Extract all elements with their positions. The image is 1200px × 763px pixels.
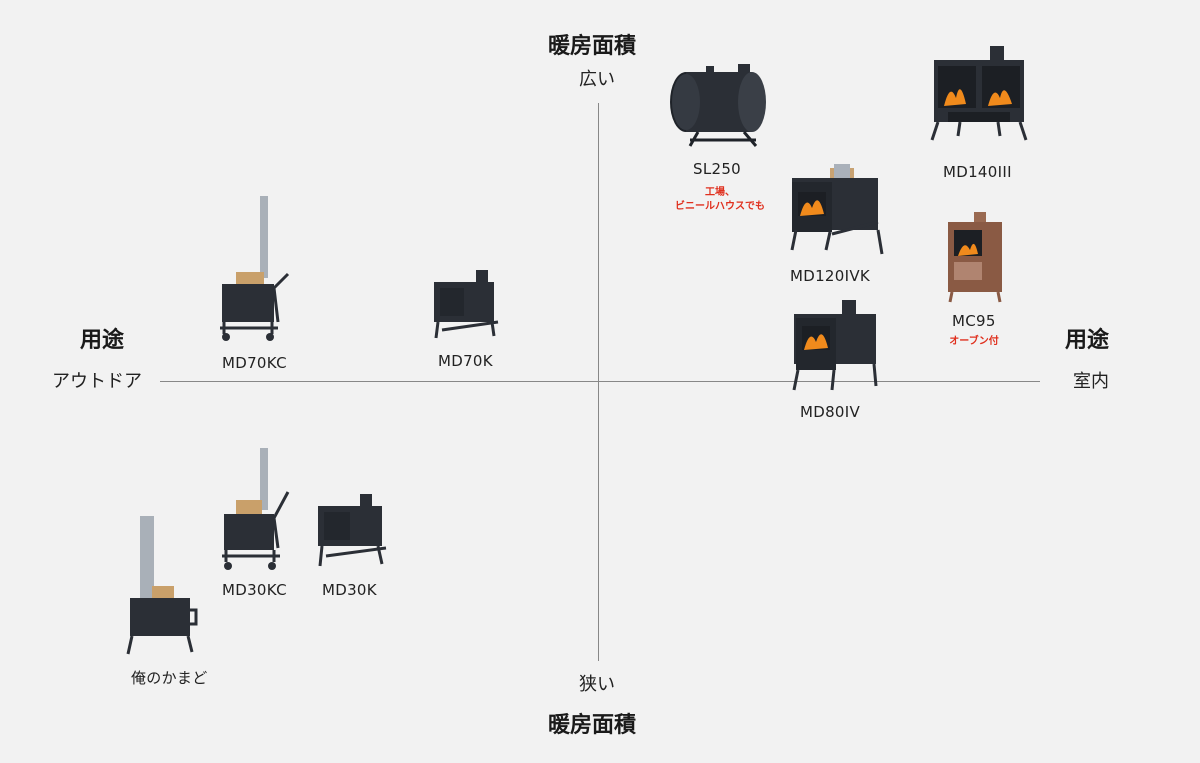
product-name: 俺のかまど <box>131 669 208 687</box>
box-stove-icon <box>434 270 499 339</box>
axis-bottom-sub: 狭い <box>579 674 615 695</box>
firebox-stove-icon <box>790 164 884 255</box>
firebox-stove-icon <box>792 300 878 391</box>
product-name: MD70KC <box>222 354 287 372</box>
axis-top-title: 暖房面積 <box>548 34 637 59</box>
axis-left-sub: アウトドア <box>52 371 142 392</box>
box-stove-icon <box>318 494 387 567</box>
product-note: 工場、 <box>705 187 735 198</box>
oven-stove-icon <box>948 212 1002 303</box>
product-name: MD120IVK <box>790 267 871 285</box>
barrel-stove-icon <box>670 64 766 147</box>
axis-top-sub: 広い <box>579 69 615 90</box>
product-name: MD80IV <box>800 403 861 421</box>
axis-right-sub: 室内 <box>1073 371 1109 392</box>
product-name: MD70K <box>438 352 493 370</box>
double-door-stove-icon <box>930 46 1028 141</box>
product-note: オーブン付 <box>949 336 999 347</box>
product-name: SL250 <box>693 160 742 178</box>
kamado-stove-icon <box>126 516 198 655</box>
product-name: MD30K <box>322 581 377 599</box>
product-name: MD30KC <box>222 581 287 599</box>
cart-stove-icon <box>220 196 290 341</box>
product-name: MC95 <box>952 312 996 330</box>
axis-bottom-title: 暖房面積 <box>548 713 637 738</box>
horizontal-axis <box>160 381 1040 382</box>
vertical-axis <box>598 103 599 661</box>
product-name: MD140III <box>943 163 1012 181</box>
cart-stove-icon <box>222 448 290 570</box>
axis-right-title: 用途 <box>1065 328 1110 353</box>
product-note: ビニールハウスでも <box>675 201 765 212</box>
axis-left-title: 用途 <box>80 328 125 353</box>
